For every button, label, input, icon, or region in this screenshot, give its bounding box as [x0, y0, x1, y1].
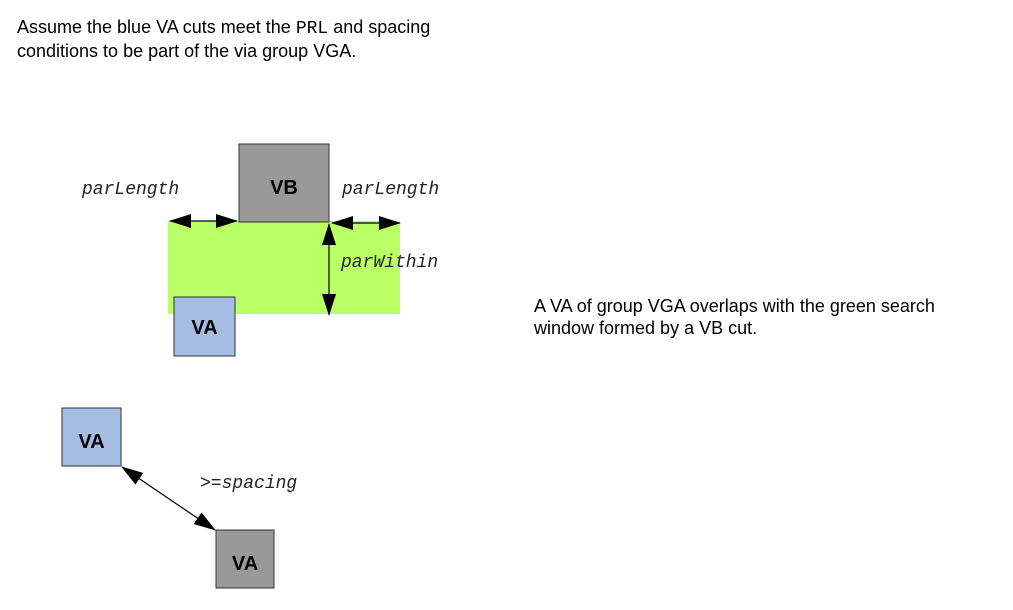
- va-cut-blue: [61, 407, 122, 467]
- va-label-overlapping: VA: [191, 317, 217, 339]
- va-cut-overlapping: [173, 296, 236, 357]
- vb-label: VB: [270, 177, 298, 199]
- spacing-word: spacing: [222, 474, 298, 494]
- overlap-note: A VA of group VGA overlaps with the gree…: [534, 296, 935, 338]
- prl-code: PRL: [295, 19, 329, 39]
- spacing-prefix: >=: [200, 474, 222, 494]
- par-length-right-label: parLength: [341, 180, 439, 200]
- vb-cut: [238, 143, 330, 223]
- intro-part1: Assume the blue VA cuts meet the: [17, 17, 296, 37]
- par-within-label: parWithin: [340, 253, 438, 273]
- va-cut-gray: [215, 529, 275, 589]
- va-gray-label: VA: [232, 553, 258, 575]
- intro-text: Assume the blue VA cuts meet the PRL and…: [17, 16, 457, 62]
- par-length-left-label: parLength: [81, 180, 179, 200]
- spacing-arrow: [121, 466, 216, 531]
- va-blue-label: VA: [78, 431, 104, 453]
- intro-part2: and spacing conditions to be part of the…: [17, 17, 431, 61]
- spacing-label: >=spacing: [200, 474, 297, 494]
